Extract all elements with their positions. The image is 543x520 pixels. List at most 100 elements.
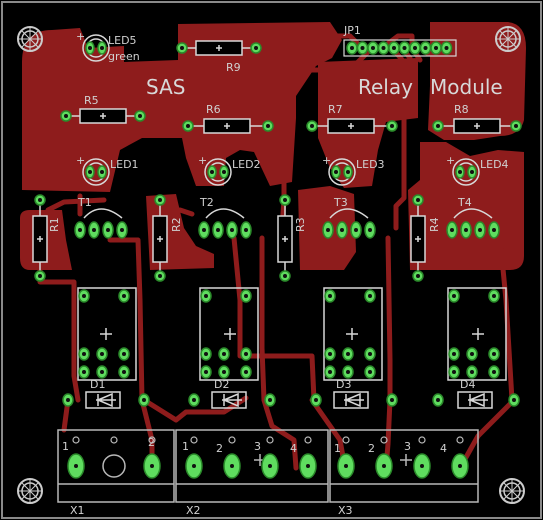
drill-hole xyxy=(230,464,234,468)
x3-pin-2: 2 xyxy=(368,442,375,455)
drill-hole xyxy=(268,464,272,468)
drill-hole xyxy=(204,370,208,374)
silkscreen-labels: LED5 green R9 JP1 R5 R6 R7 R8 LED1 LED2 … xyxy=(48,24,509,517)
drill-hole xyxy=(392,46,396,50)
drill-hole xyxy=(354,228,358,232)
label-r4: R4 xyxy=(428,217,441,232)
drill-hole xyxy=(450,228,454,232)
diode-d1 xyxy=(85,391,121,409)
drill-hole xyxy=(78,228,82,232)
drill-hole xyxy=(452,370,456,374)
x1-pin-1: 1 xyxy=(62,440,69,453)
label-green: green xyxy=(108,50,140,63)
drill-hole xyxy=(122,352,126,356)
title-module: Module xyxy=(430,75,503,99)
label-led1: LED1 xyxy=(110,158,139,171)
diode-d2 xyxy=(211,391,247,409)
drill-hole xyxy=(100,352,104,356)
drill-hole xyxy=(350,46,354,50)
label-d1: D1 xyxy=(90,378,105,391)
drill-hole xyxy=(158,274,162,278)
pads-layer xyxy=(34,41,522,479)
drill-hole xyxy=(328,352,332,356)
mounting-hole xyxy=(495,26,521,52)
drill-hole xyxy=(492,294,496,298)
terminal-blocks xyxy=(57,429,479,503)
mounting-hole xyxy=(17,478,43,504)
terminal-marker xyxy=(418,436,426,444)
drill-hole xyxy=(334,170,338,174)
label-led3: LED3 xyxy=(356,158,385,171)
drill-hole xyxy=(416,274,420,278)
plus-led2: + xyxy=(198,154,207,167)
drill-hole xyxy=(470,370,474,374)
terminal-marker xyxy=(304,436,312,444)
drill-hole xyxy=(122,294,126,298)
label-x2: X2 xyxy=(186,504,201,517)
drill-hole xyxy=(368,228,372,232)
label-d2: D2 xyxy=(214,378,229,391)
drill-hole xyxy=(492,352,496,356)
terminal-marker xyxy=(266,436,274,444)
x1-center-circle xyxy=(102,454,126,478)
terminal-marker xyxy=(380,436,388,444)
label-r9: R9 xyxy=(226,61,241,74)
drill-hole xyxy=(254,46,258,50)
relays xyxy=(77,287,507,381)
drill-hole xyxy=(142,398,146,402)
title-relay: Relay xyxy=(358,75,413,99)
drill-hole xyxy=(416,198,420,202)
drill-hole xyxy=(368,294,372,298)
drill-hole xyxy=(310,124,314,128)
title-sas: SAS xyxy=(146,75,185,99)
drill-hole xyxy=(74,464,78,468)
drill-hole xyxy=(434,46,438,50)
diode-d3 xyxy=(333,391,369,409)
drill-hole xyxy=(368,370,372,374)
drill-hole xyxy=(390,124,394,128)
drill-hole xyxy=(382,464,386,468)
label-r6: R6 xyxy=(206,103,221,116)
drill-hole xyxy=(452,352,456,356)
drill-hole xyxy=(64,114,68,118)
x2-pin-4: 4 xyxy=(290,442,297,455)
drill-hole xyxy=(244,228,248,232)
drill-hole xyxy=(452,294,456,298)
label-led2: LED2 xyxy=(232,158,261,171)
drill-hole xyxy=(204,294,208,298)
drill-hole xyxy=(420,464,424,468)
terminal-marker xyxy=(148,436,156,444)
drill-hole xyxy=(458,464,462,468)
drill-hole xyxy=(122,370,126,374)
label-d4: D4 xyxy=(460,378,475,391)
mounting-holes xyxy=(17,26,525,504)
plus-led3: + xyxy=(322,154,331,167)
terminal-marker xyxy=(190,436,198,444)
drill-hole xyxy=(244,294,248,298)
drill-hole xyxy=(390,398,394,402)
drill-hole xyxy=(92,228,96,232)
drill-hole xyxy=(478,228,482,232)
mounting-hole xyxy=(499,478,525,504)
drill-hole xyxy=(222,170,226,174)
drill-hole xyxy=(38,198,42,202)
drill-hole xyxy=(492,228,496,232)
label-r8: R8 xyxy=(454,103,469,116)
drill-hole xyxy=(381,46,386,50)
label-r5: R5 xyxy=(84,94,99,107)
drill-hole xyxy=(100,170,104,174)
drill-hole xyxy=(371,46,375,50)
copper-traces xyxy=(37,33,517,471)
terminal-marker xyxy=(456,436,464,444)
relay-3 xyxy=(323,287,383,381)
terminal-marker xyxy=(110,436,118,444)
terminal-x2 xyxy=(175,429,329,503)
drill-hole xyxy=(340,228,344,232)
drill-hole xyxy=(88,170,92,174)
label-t2: T2 xyxy=(199,196,214,209)
drill-hole xyxy=(423,46,428,50)
x3-pin-1: 1 xyxy=(334,442,341,455)
drill-hole xyxy=(138,114,142,118)
plus-led5: + xyxy=(76,30,85,43)
